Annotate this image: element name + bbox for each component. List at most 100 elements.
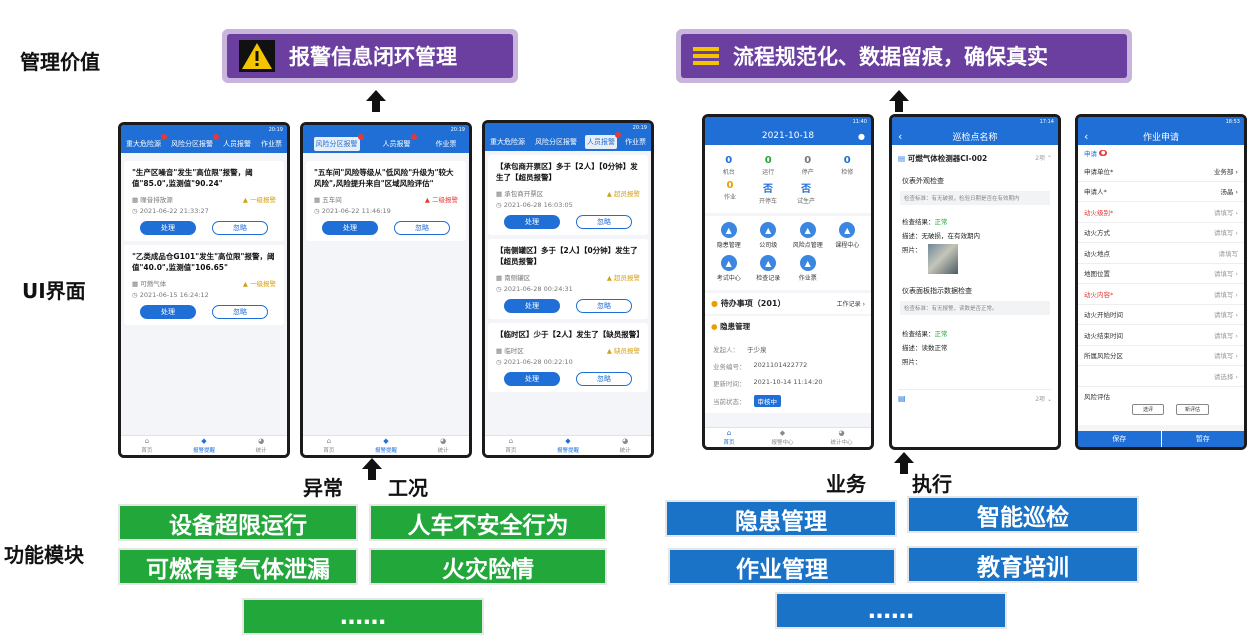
module-unsafe-behavior[interactable]: 人车不安全行为 xyxy=(369,504,607,541)
module-equipment-overlimit[interactable]: 设备超限运行 xyxy=(118,504,358,541)
module-more[interactable]: …… xyxy=(242,598,484,635)
nav-alarm[interactable]: ◆报警提醒 xyxy=(192,436,215,454)
nav-stats[interactable]: ◕统计 xyxy=(619,436,631,454)
alarm-screen-equipment: 20:19 重大危险源 风险分区报警 人员报警 作业票 "生产区噪音"发生"高位… xyxy=(118,122,290,458)
ignore-button[interactable]: 忽略 xyxy=(576,299,632,313)
module-fire[interactable]: 火灾险情 xyxy=(369,548,607,585)
tab-personnel[interactable]: 人员报警 xyxy=(381,134,417,151)
form-row-end-time[interactable]: 动火结束时间请填写 › xyxy=(1078,325,1244,346)
form-row-unit[interactable]: 申请单位*业务部 › xyxy=(1078,161,1244,182)
handle-button[interactable]: 处理 xyxy=(504,299,560,313)
application-header: ‹ 作业申请 xyxy=(1078,127,1244,145)
chart-icon: ◕ xyxy=(440,436,447,445)
nav-home[interactable]: ⌂首页 xyxy=(141,436,153,454)
chart-icon: ◕ xyxy=(838,428,845,437)
tab-apply[interactable]: 申请● xyxy=(1078,145,1244,161)
warning-icon: ▲ xyxy=(799,222,816,238)
menu-course[interactable]: ▲课程中心 xyxy=(828,222,868,249)
form-row-fire-content[interactable]: 动火内容*请填写 › xyxy=(1078,284,1244,305)
module-training[interactable]: 教育培训 xyxy=(907,546,1139,583)
form-row-risk-zone[interactable]: 所属风险分区请填写 › xyxy=(1078,345,1244,366)
form-row-applicant[interactable]: 申请人*汤晶 › xyxy=(1078,181,1244,202)
ignore-button[interactable]: 忽略 xyxy=(212,221,268,235)
menu-hazard[interactable]: ▲隐患管理 xyxy=(709,222,749,249)
stat-start-stop[interactable]: 否开停车 xyxy=(758,184,777,205)
tab-risk-zone[interactable]: 风险分区报警 xyxy=(535,138,577,146)
save-button[interactable]: 保存 xyxy=(1078,431,1162,447)
handle-button[interactable]: 处理 xyxy=(504,215,560,229)
home-icon: ⌂ xyxy=(144,436,150,445)
alarm-card: "五车间"风险等级从"低风险"升级为"较大风险",风险提升来自"区域风险评估" … xyxy=(306,161,466,241)
module-hazard-management[interactable]: 隐患管理 xyxy=(665,500,897,537)
warning-icon: ▲ xyxy=(799,255,816,271)
nav-alarm-center[interactable]: ◆报警中心 xyxy=(771,428,794,446)
handle-button[interactable]: 处理 xyxy=(140,221,196,235)
tab-work-ticket[interactable]: 作业票 xyxy=(261,140,282,148)
tab-personnel[interactable]: 人员报警 xyxy=(223,140,251,148)
menu-work-ticket[interactable]: ▲作业票 xyxy=(788,255,828,282)
tab-major-hazard[interactable]: 重大危险源 xyxy=(490,138,525,146)
nav-home[interactable]: ⌂首页 xyxy=(505,436,517,454)
nav-stats-center[interactable]: ◕统计中心 xyxy=(830,428,853,446)
label-condition: 工况 xyxy=(388,476,428,500)
chart-icon: ◕ xyxy=(622,436,629,445)
nav-stats[interactable]: ◕统计 xyxy=(437,436,449,454)
ignore-button[interactable]: 忽略 xyxy=(576,372,632,386)
new-eval-button[interactable]: 新评估 xyxy=(1176,403,1210,415)
draft-button[interactable]: 暂存 xyxy=(1161,431,1244,447)
tab-work-ticket[interactable]: 作业票 xyxy=(435,140,457,148)
photo-thumbnail[interactable] xyxy=(927,244,958,274)
todo-header[interactable]: ● 待办事项（201） 工作记录 › xyxy=(705,293,871,314)
device-icon: ▤ xyxy=(898,394,906,403)
alarm-card: "生产区噪音"发生"高位限"报警，阈值"85.0",监测值"90.24" ▦ 噪… xyxy=(124,161,284,241)
module-smart-inspection[interactable]: 智能巡检 xyxy=(907,496,1139,533)
handle-button[interactable]: 处理 xyxy=(140,305,196,319)
module-gas-leak[interactable]: 可燃有毒气体泄漏 xyxy=(118,548,358,585)
menu-exam[interactable]: ▲考试中心 xyxy=(709,255,749,282)
nav-stats[interactable]: ◕统计 xyxy=(255,436,267,454)
user-icon[interactable]: ● xyxy=(858,131,865,141)
menu-risk-point[interactable]: ▲风险点管理 xyxy=(788,222,828,249)
form-row-map[interactable]: 地图位置请填写 › xyxy=(1078,263,1244,284)
module-more[interactable]: …… xyxy=(775,592,1007,629)
select-eval-button[interactable]: 选评 xyxy=(1132,403,1165,415)
chart-icon: ◕ xyxy=(258,436,265,445)
form-row-fire-level[interactable]: 动火级别*请填写 › xyxy=(1078,202,1244,223)
next-device-row[interactable]: ▤ 2项 ⌄ xyxy=(898,389,1052,403)
nav-home[interactable]: ⌂首页 xyxy=(323,436,335,454)
tab-risk-zone[interactable]: 风险分区报警 xyxy=(169,134,219,151)
nav-home[interactable]: ⌂首页 xyxy=(723,428,735,446)
nav-alarm[interactable]: ◆报警提醒 xyxy=(374,436,397,454)
device-row[interactable]: ▤ 可燃气体检测器CI-002 2项 ⌃ xyxy=(898,154,1052,163)
warning-icon xyxy=(239,40,275,72)
tab-personnel[interactable]: 人员报警 xyxy=(585,132,621,149)
handle-button[interactable]: 处理 xyxy=(504,372,560,386)
ignore-button[interactable]: 忽略 xyxy=(394,221,450,235)
form-row-fire-location[interactable]: 动火地点请填写 xyxy=(1078,243,1244,264)
nav-alarm[interactable]: ◆报警提醒 xyxy=(556,436,579,454)
form-row-start-time[interactable]: 动火开始时间请填写 › xyxy=(1078,304,1244,325)
form-row-select[interactable]: 请选择 › xyxy=(1078,366,1244,387)
back-icon[interactable]: ‹ xyxy=(898,129,903,143)
alarm-card: 【临时区】少于【2人】发生了【缺员报警】 ▦ 临时区▲ 缺员报警 ◷ 2021-… xyxy=(488,323,648,392)
stat-trial[interactable]: 否试生产 xyxy=(796,184,815,205)
tab-work-ticket[interactable]: 作业票 xyxy=(625,138,646,146)
alarm-banner-text: 报警信息闭环管理 xyxy=(289,45,457,69)
form-row-fire-method[interactable]: 动火方式请填写 › xyxy=(1078,222,1244,243)
work-record-link[interactable]: 工作记录 › xyxy=(836,301,865,308)
ignore-button[interactable]: 忽略 xyxy=(576,215,632,229)
menu-company[interactable]: ▲公司级 xyxy=(749,222,789,249)
ignore-button[interactable]: 忽略 xyxy=(212,305,268,319)
tab-risk-zone[interactable]: 风险分区报警 xyxy=(313,134,364,151)
tab-major-hazard[interactable]: 重大危险源 xyxy=(124,134,167,151)
check-standard: 检查标准：有无报警，读数是否正常。 xyxy=(900,301,1050,315)
handle-button[interactable]: 处理 xyxy=(322,221,378,235)
menu-inspection-record[interactable]: ▲检查记录 xyxy=(749,255,789,282)
back-icon[interactable]: ‹ xyxy=(1084,129,1089,143)
module-work-management[interactable]: 作业管理 xyxy=(668,548,896,585)
